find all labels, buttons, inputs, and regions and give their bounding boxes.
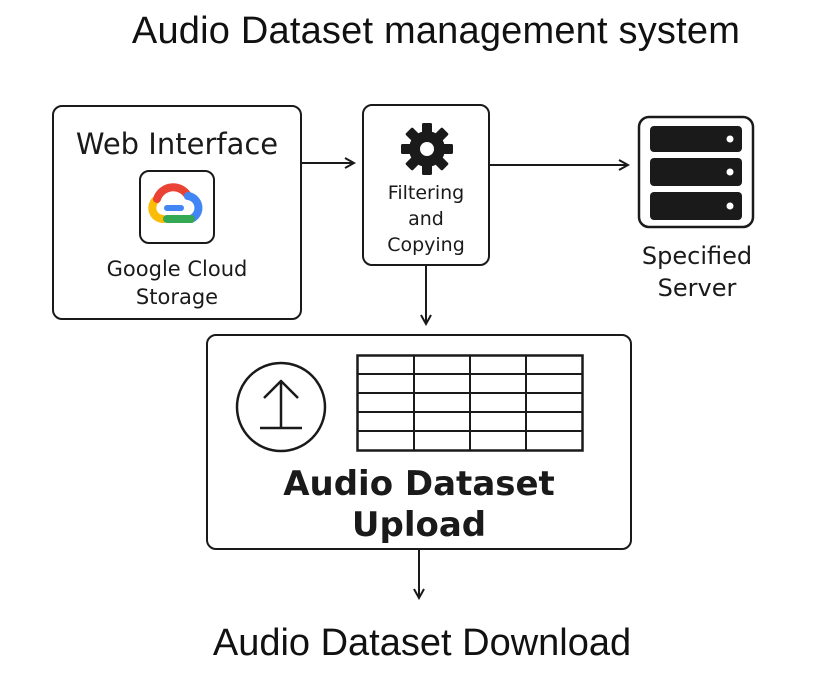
upload-icon: [235, 361, 327, 453]
server-icon: [637, 115, 755, 229]
storage-label: Google Cloud Storage: [54, 255, 300, 311]
server-label-line2: Server: [657, 274, 737, 302]
storage-label-line1: Google Cloud: [106, 257, 248, 281]
server-label: Specified Server: [612, 240, 782, 304]
web-interface-box: Web Interface Google Cloud Storage: [52, 105, 302, 320]
filtering-label-line2: and: [408, 208, 444, 230]
filtering-label-line3: Copying: [387, 234, 465, 256]
diagram-title: Audio Dataset management system: [131, 10, 741, 52]
gear-icon: [401, 123, 453, 175]
web-interface-heading: Web Interface: [75, 127, 279, 161]
filtering-label: Filtering and Copying: [364, 180, 488, 258]
download-label: Audio Dataset Download: [212, 622, 632, 664]
upload-label-line2: Upload: [351, 505, 487, 545]
filtering-label-line1: Filtering: [387, 182, 465, 204]
google-cloud-icon: [139, 170, 215, 244]
upload-label: Audio Dataset Upload: [208, 464, 630, 546]
table-grid-icon: [356, 354, 584, 452]
server-label-line1: Specified: [641, 242, 753, 270]
storage-label-line2: Storage: [135, 285, 219, 309]
upload-label-line1: Audio Dataset: [283, 464, 555, 504]
upload-box: Audio Dataset Upload: [206, 334, 632, 550]
filtering-box: Filtering and Copying: [362, 104, 490, 266]
